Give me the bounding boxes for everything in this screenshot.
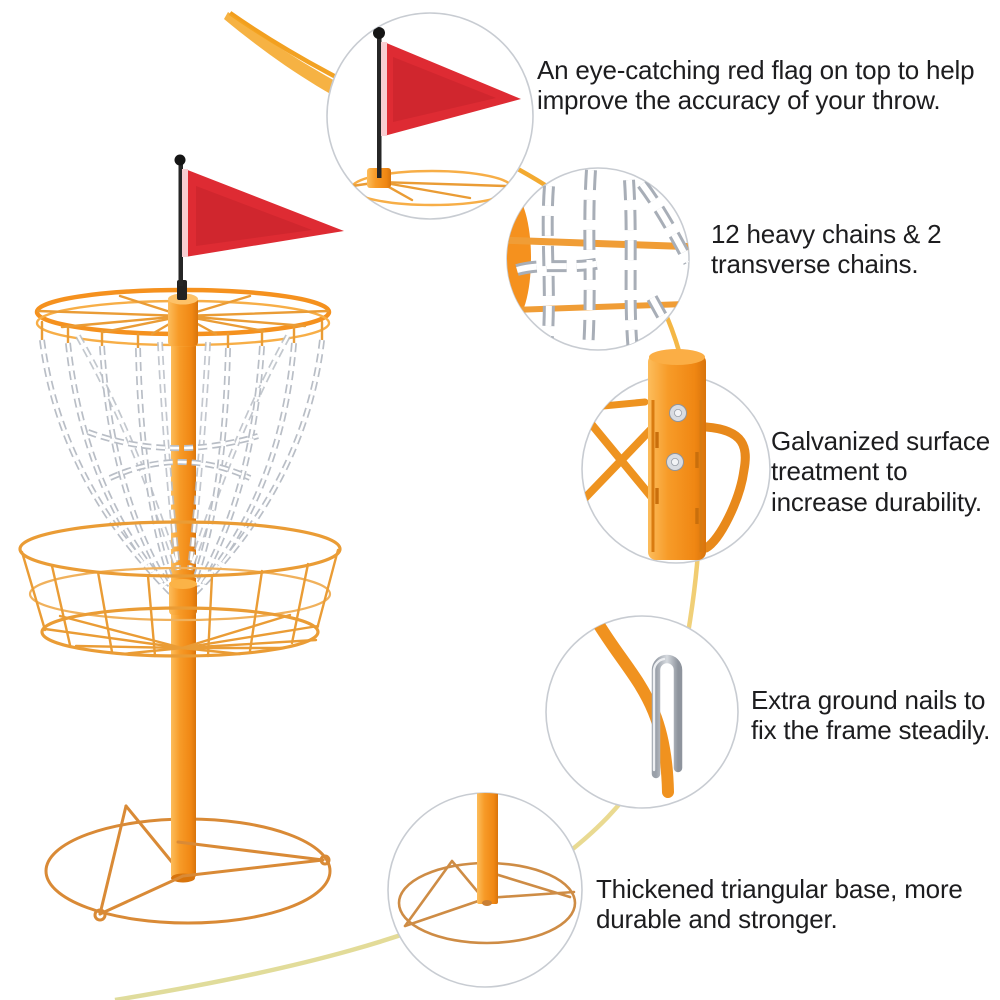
callout-nails	[545, 615, 739, 809]
callout-base	[387, 792, 583, 988]
chains-closeup-icon	[507, 170, 689, 352]
flag-assembly	[174, 154, 344, 300]
flag-pole-ball	[174, 154, 186, 166]
callout-text-nails: Extra ground nails to fix the frame stea…	[751, 685, 991, 746]
chain-hooks	[40, 320, 324, 352]
galvanized-pole-closeup-icon	[648, 349, 706, 560]
callout-chains	[506, 167, 690, 352]
base-legs	[98, 840, 325, 916]
pole-edge	[507, 194, 531, 322]
callout-pole	[581, 349, 771, 564]
callout-text-chains: 12 heavy chains & 2 transverse chains.	[711, 219, 942, 280]
disc-golf-basket-illustration	[18, 154, 344, 925]
ring-hub	[168, 298, 198, 346]
callout-circle-chains	[506, 167, 690, 351]
callout-circle-nails	[545, 615, 739, 809]
callout-text-pole: Galvanized surface treatment to increase…	[771, 426, 990, 517]
callout-text-base: Thickened triangular base, more durable …	[596, 874, 963, 935]
pole-frame-rods	[582, 398, 750, 553]
u-ground-nail	[651, 654, 683, 779]
basket-cage	[18, 520, 342, 658]
callout-text-flag: An eye-catching red flag on top to help …	[537, 55, 975, 116]
bolt-bottom	[666, 453, 684, 471]
red-flag-closeup-icon	[350, 27, 521, 207]
base-rod	[590, 616, 674, 798]
bolt-top	[669, 404, 687, 422]
cage-floor-spokes	[43, 613, 320, 656]
callout-flag	[326, 12, 534, 220]
ground-nail-closeup-icon	[590, 616, 683, 798]
top-ring	[34, 287, 332, 352]
triangular-base-closeup-icon	[397, 793, 577, 945]
